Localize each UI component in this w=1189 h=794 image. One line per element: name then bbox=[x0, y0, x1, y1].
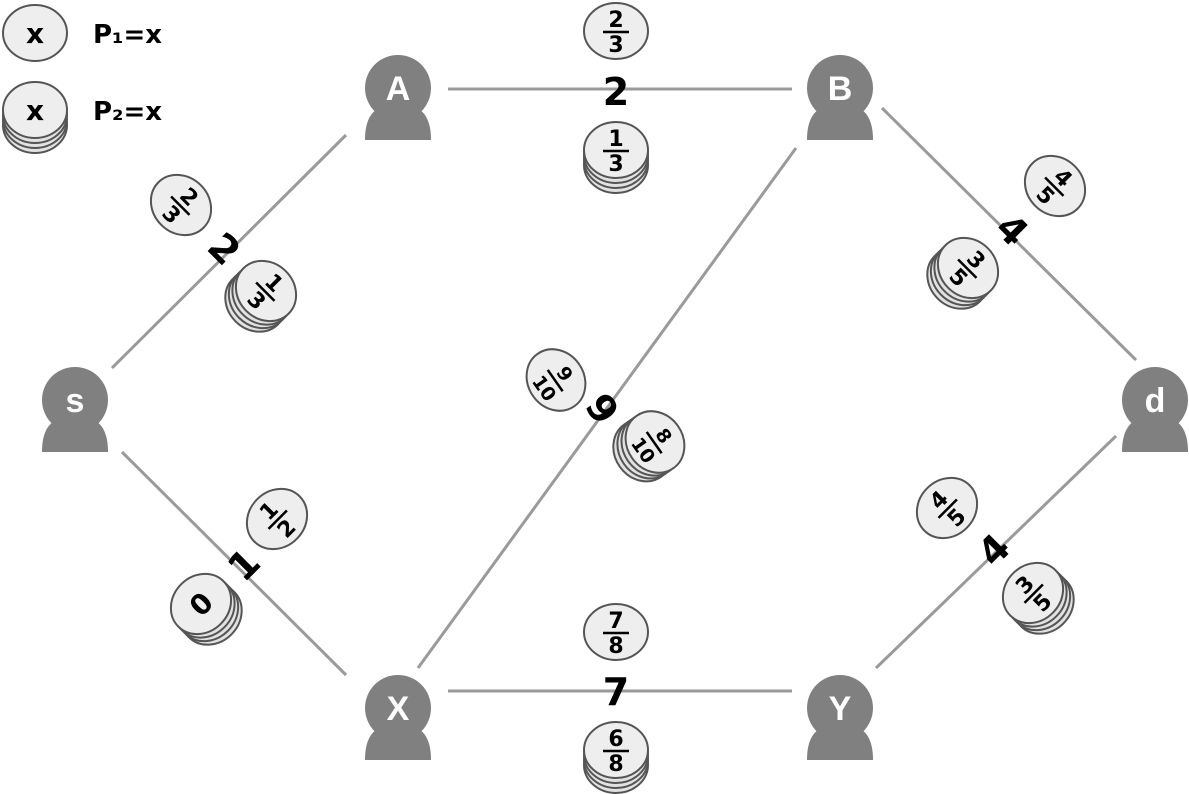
coin-value: x bbox=[26, 17, 44, 50]
p2-coin-A-B: 13 bbox=[583, 121, 649, 194]
fraction-denominator: 8 bbox=[608, 634, 623, 659]
fraction-bar bbox=[957, 258, 978, 279]
node-label: A bbox=[386, 70, 411, 108]
node-label: s bbox=[66, 382, 85, 420]
edge-s-A bbox=[110, 133, 348, 370]
edge-Y-d bbox=[874, 434, 1118, 670]
p1-coin-s-A: 23 bbox=[149, 173, 213, 237]
fraction-numerator: 7 bbox=[608, 609, 623, 634]
p2-coin-B-d: 35 bbox=[926, 236, 1000, 310]
legend-label-p1: P₁=x bbox=[93, 20, 162, 50]
fraction-bar bbox=[1023, 583, 1044, 604]
node-label: B bbox=[828, 70, 853, 108]
node-label: X bbox=[387, 690, 410, 728]
edges-layer bbox=[110, 87, 1138, 693]
coin-face bbox=[2, 81, 68, 139]
node-head bbox=[807, 675, 873, 741]
fraction-bar bbox=[1044, 176, 1065, 197]
node-Y: Y bbox=[807, 675, 873, 760]
p2-coin-s-A: 13 bbox=[224, 259, 298, 333]
p2-coin-s-X: 0 bbox=[169, 572, 243, 646]
coin-value: x bbox=[26, 94, 44, 127]
legend-coin-p2: x bbox=[2, 81, 68, 154]
fraction-bar bbox=[546, 369, 564, 392]
node-B: B bbox=[807, 55, 873, 140]
fraction-bar bbox=[255, 281, 276, 302]
node-label: d bbox=[1145, 382, 1166, 420]
node-head bbox=[365, 55, 431, 121]
legend-coin-p1: x bbox=[2, 4, 68, 62]
fraction-numerator: 1 bbox=[608, 127, 623, 152]
p2-coin-Y-d: 35 bbox=[1001, 561, 1075, 635]
edge-X-B bbox=[416, 147, 798, 669]
p2-coin-X-Y: 68 bbox=[583, 721, 649, 794]
node-X: X bbox=[365, 675, 431, 760]
coin-face bbox=[2, 4, 68, 62]
node-head bbox=[1122, 367, 1188, 433]
p2-coin-X-B: 810 bbox=[612, 410, 686, 483]
p1-coin-X-Y: 78 bbox=[583, 603, 649, 661]
edge-weight-X-Y: 7 bbox=[603, 670, 629, 714]
fraction-denominator: 8 bbox=[608, 752, 623, 777]
fraction-denominator: 3 bbox=[608, 33, 623, 58]
nodes-layer: s A BdX Y bbox=[42, 55, 1188, 760]
edge-weight-s-A: 2 bbox=[199, 224, 249, 274]
edge-weight-B-d: 4 bbox=[987, 205, 1037, 255]
node-head bbox=[807, 55, 873, 121]
fraction-bar bbox=[267, 509, 288, 530]
fraction-bar bbox=[645, 431, 663, 454]
coin-face bbox=[169, 572, 233, 636]
node-A: A bbox=[365, 55, 431, 140]
p1-coin-Y-d: 45 bbox=[915, 476, 979, 540]
p1-coin-s-X: 12 bbox=[245, 487, 309, 551]
p1-coin-B-d: 45 bbox=[1023, 154, 1087, 218]
node-head bbox=[365, 675, 431, 741]
edge-s-X bbox=[120, 450, 348, 677]
node-label: Y bbox=[829, 690, 852, 728]
fraction-numerator: 6 bbox=[608, 727, 623, 752]
fraction-bar bbox=[937, 498, 958, 519]
p1-coin-X-B: 910 bbox=[525, 348, 587, 412]
edge-B-d bbox=[880, 106, 1138, 362]
legend-label-p2: P₂=x bbox=[93, 97, 162, 127]
fraction-numerator: 2 bbox=[608, 8, 623, 33]
fraction-denominator: 3 bbox=[608, 152, 623, 177]
node-d: d bbox=[1122, 367, 1188, 452]
edge-weight-A-B: 2 bbox=[603, 70, 629, 114]
p1-coin-A-B: 23 bbox=[583, 2, 649, 60]
fraction-bar bbox=[170, 195, 191, 216]
node-s: s bbox=[42, 367, 108, 452]
node-head bbox=[42, 367, 108, 433]
edge-weight-Y-d: 4 bbox=[969, 525, 1019, 575]
